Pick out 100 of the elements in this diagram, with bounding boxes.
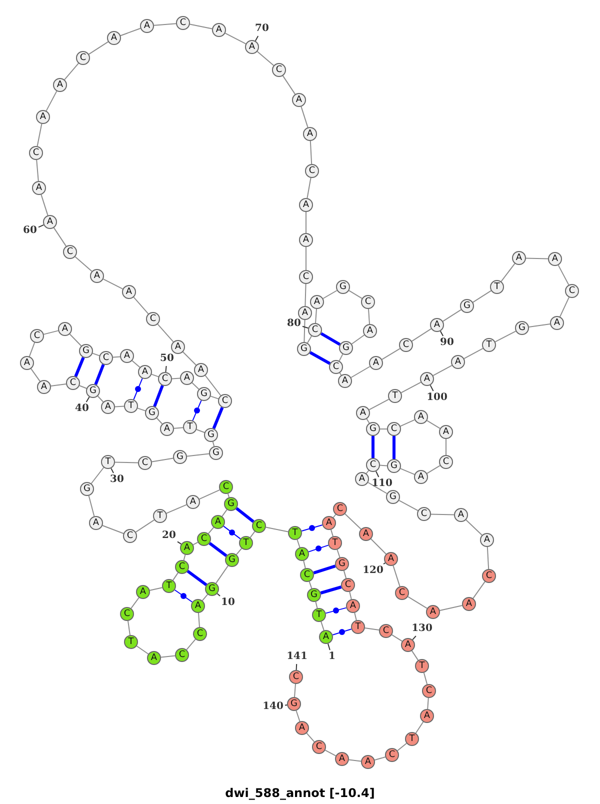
base-pair-line	[332, 628, 352, 636]
backbone-line	[308, 581, 312, 589]
nucleotide-circle: A	[322, 516, 336, 530]
nucleotide-circle: G	[460, 299, 474, 313]
nucleotide-circle: A	[420, 709, 434, 723]
nucleotide-circle: C	[366, 458, 380, 472]
nucleotide-circle: A	[426, 605, 440, 619]
backbone-line	[202, 594, 208, 602]
nucleotide-circle: G	[366, 422, 380, 436]
backbone-line	[296, 710, 300, 722]
nucleotide-circle: C	[123, 529, 137, 543]
backbone-line	[392, 565, 400, 587]
nucleotide-circle: C	[146, 312, 160, 326]
backbone-line	[186, 453, 210, 457]
nucleotide-circle: C	[175, 560, 189, 574]
backbone-line	[560, 296, 570, 318]
backbone-line	[236, 548, 242, 556]
nucleotide-circle: A	[292, 93, 306, 107]
backbone-line	[154, 23, 176, 26]
base-pair-line	[208, 542, 228, 557]
nucleotide-circle: T	[239, 536, 253, 550]
backbone-line	[439, 605, 463, 611]
nucleotide-circle: G	[339, 341, 353, 355]
nucleotide-circle: C	[395, 586, 409, 600]
backbone-line	[310, 140, 312, 164]
position-number: 40	[75, 403, 89, 415]
backbone-line	[528, 324, 551, 328]
nucleotide-circle: A	[122, 285, 136, 299]
backbone-line	[464, 348, 484, 360]
backbone-line	[382, 348, 400, 360]
backbone-line	[304, 320, 306, 342]
backbone-line	[368, 308, 370, 324]
backbone-line	[306, 732, 315, 742]
backbone-line	[320, 621, 324, 631]
nucleotide-circle: C	[482, 569, 496, 583]
backbone-line	[198, 612, 200, 628]
backbone-line	[149, 587, 163, 591]
nucleotide-circle: T	[312, 608, 326, 622]
base-pair-line	[320, 332, 341, 346]
nucleotide-circle: A	[36, 110, 50, 124]
backbone-line	[348, 290, 362, 299]
backbone-line	[380, 428, 388, 430]
nucleotide-circle: A	[136, 585, 150, 599]
nucleotide-circle: A	[462, 597, 476, 611]
nucleotide-circle: C	[218, 394, 232, 408]
nucleotide-circle: C	[272, 63, 286, 77]
base-pair-line	[133, 378, 143, 400]
backbone-line	[133, 296, 149, 314]
backbone-line	[36, 160, 39, 182]
nucleotide-circle: C	[175, 648, 189, 662]
base-pair-line	[392, 436, 396, 459]
position-number: 30	[110, 474, 124, 486]
nucleotide-circle: C	[193, 627, 207, 641]
backbone-line	[183, 554, 186, 561]
backbone-line	[112, 356, 120, 358]
backbone-line	[411, 328, 432, 342]
nucleotide-circle: A	[180, 541, 194, 555]
nucleotide-circle: T	[405, 732, 419, 746]
position-number: 130	[412, 623, 432, 635]
nucleotide-circle: G	[335, 557, 349, 571]
leader-line	[254, 36, 259, 42]
nucleotide-circle: A	[53, 78, 67, 92]
nucleotide-circle: G	[225, 553, 239, 567]
backbone-line	[151, 374, 159, 378]
nucleotide-circle: A	[363, 324, 377, 338]
nucleotide-circle: A	[140, 19, 154, 33]
nucleotide-circle: G	[145, 406, 159, 420]
base-pair-line	[212, 406, 224, 430]
position-number: 10	[221, 597, 235, 609]
nucleotide-circle: A	[430, 318, 444, 332]
nucleotide-circle: A	[89, 516, 103, 530]
backbone-line	[350, 366, 370, 378]
backbone-line	[300, 106, 308, 128]
backbone-line	[400, 382, 422, 394]
backbone-line	[69, 334, 82, 346]
nucleotide-circle: G	[224, 497, 238, 511]
backbone-line	[426, 420, 440, 429]
position-number: 110	[372, 478, 392, 490]
base-pair-line	[309, 351, 331, 365]
backbone-line	[210, 396, 219, 400]
nucleotide-circle: C	[439, 455, 453, 469]
nucleotide-circle: T	[124, 635, 138, 649]
backbone-line	[304, 284, 306, 306]
nucleotide-circle: A	[211, 515, 225, 529]
nucleotide-circle: A	[299, 198, 313, 212]
nucleotide-circle: C	[99, 351, 113, 365]
nucleotide-circle: G	[197, 387, 211, 401]
nucleotide-circle: A	[298, 306, 312, 320]
backbone-line	[97, 396, 104, 402]
nucleotide-circle: A	[414, 410, 428, 424]
backbone-line	[423, 672, 428, 685]
base-pair-line	[313, 564, 336, 574]
nucleotide-circle: A	[180, 371, 194, 385]
nucleotide-circle: A	[58, 322, 72, 336]
position-number: 140	[262, 701, 284, 713]
nucleotide-circle: A	[355, 472, 369, 486]
nucleotide-circle: A	[335, 752, 349, 766]
position-number: 141	[286, 651, 308, 663]
backbone-line	[322, 290, 338, 299]
nucleotide-circle: T	[153, 509, 167, 523]
